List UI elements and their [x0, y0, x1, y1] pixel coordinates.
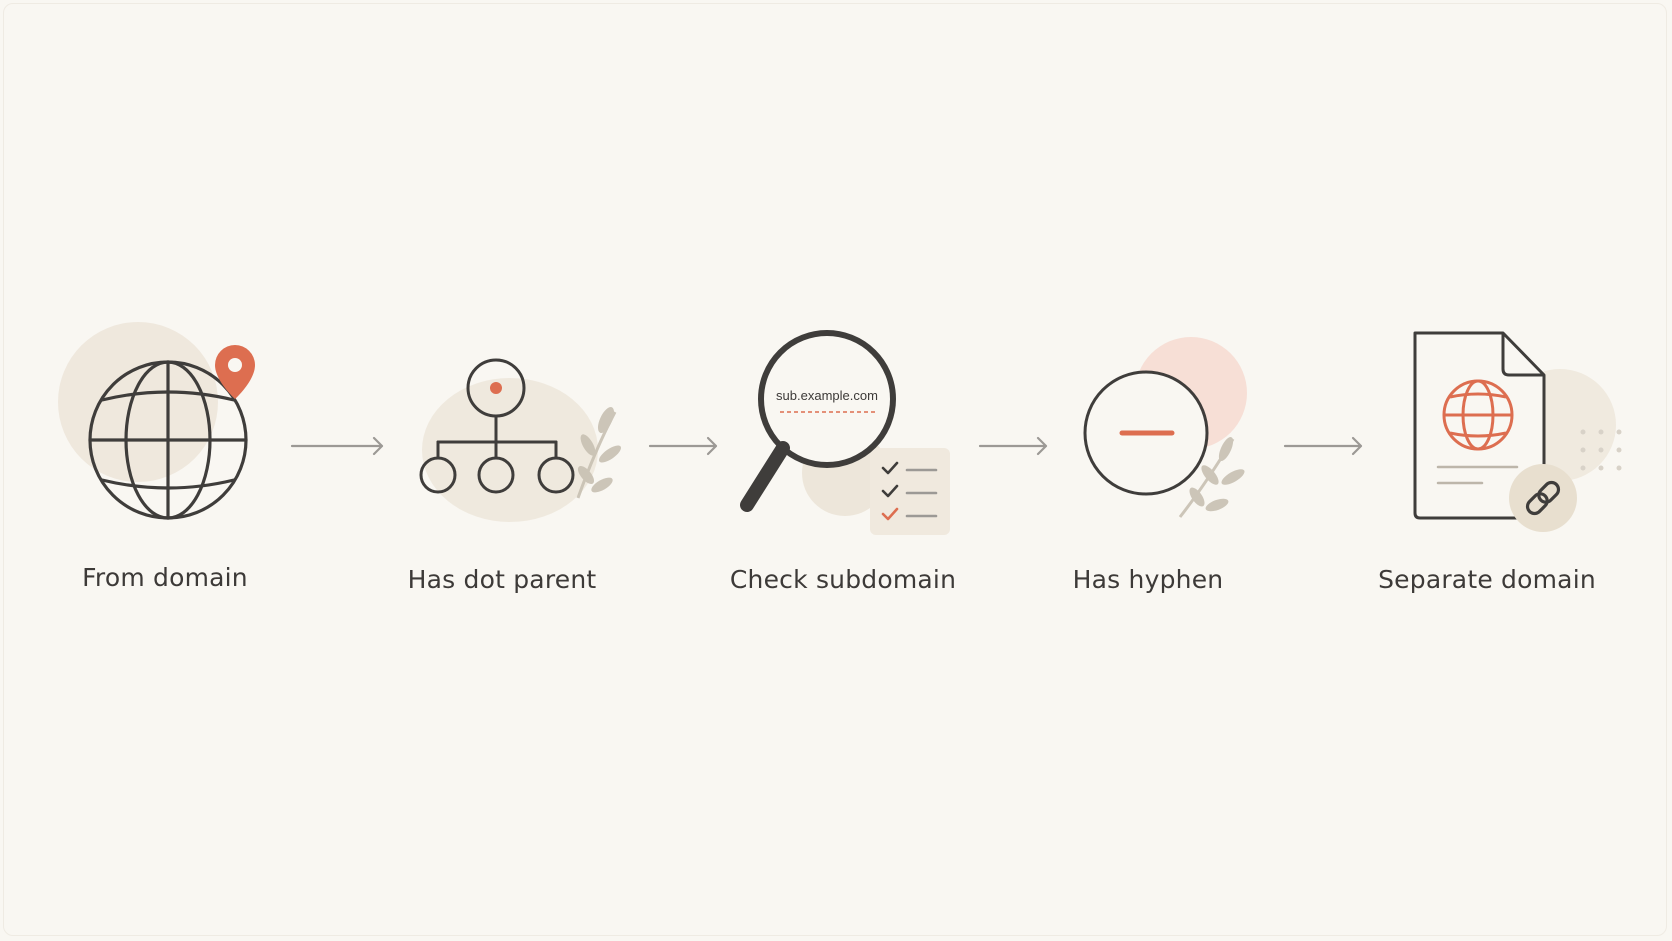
step-label-separate-domain: Separate domain: [1378, 565, 1596, 594]
step-label-has-hyphen: Has hyphen: [1072, 565, 1224, 594]
magnifier-search-icon: [740, 330, 950, 535]
step-label-check-subdomain: Check subdomain: [729, 565, 957, 594]
document-link-icon: [1413, 331, 1622, 532]
step-label-from-domain: From domain: [82, 563, 248, 592]
arrow-right-icon: [648, 436, 718, 456]
step-label-has-dot-parent: Has dot parent: [407, 565, 597, 594]
arrow-right-icon: [1283, 436, 1363, 456]
arrow-right-icon: [978, 436, 1048, 456]
globe-location-icon: [58, 322, 255, 520]
search-domain-text: sub.example.com: [776, 388, 878, 403]
hierarchy-tree-icon: [419, 358, 622, 522]
diagram-frame: [3, 3, 1667, 936]
hyphen-circle-icon: [1083, 337, 1247, 518]
arrow-right-icon: [290, 436, 384, 456]
